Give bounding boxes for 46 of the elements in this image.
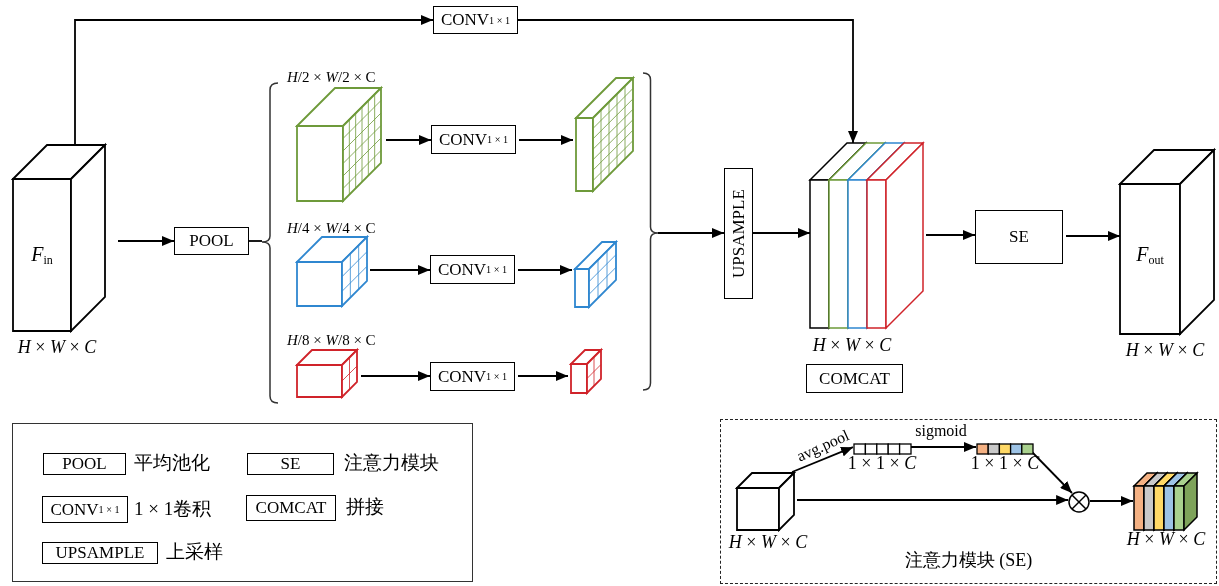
operation-box: COMCAT xyxy=(806,364,903,393)
legend-text: 拼接 xyxy=(346,497,384,516)
legend-text: 1 × 1卷积 xyxy=(134,499,212,518)
legend-text: 注意力模块 xyxy=(344,453,439,472)
arrow xyxy=(657,228,725,238)
size-label: H/8 × W/8 × C xyxy=(287,333,376,348)
size-label: H × W × C xyxy=(728,533,808,551)
size-label: H × W × C xyxy=(1126,530,1206,548)
feature-label: F$_{out}$ xyxy=(1136,244,1164,266)
arrow xyxy=(791,446,854,473)
arrow xyxy=(517,371,569,381)
legend-key-box: COMCAT xyxy=(246,495,336,521)
legend-panel xyxy=(12,423,473,582)
arrow xyxy=(1089,496,1134,506)
size-label: H × W × C xyxy=(1125,341,1205,359)
arrow xyxy=(1065,231,1121,241)
arrow xyxy=(518,135,574,145)
arrow xyxy=(517,265,573,275)
arrow xyxy=(74,15,434,146)
feature-label: F$_{in}$ xyxy=(31,244,53,266)
arrow xyxy=(360,371,431,381)
panel-title: 注意力模块 (SE) xyxy=(904,551,1033,569)
size-label: H/4 × W/4 × C xyxy=(287,221,376,236)
dashed-panel xyxy=(720,419,1217,584)
legend-key-box: UPSAMPLE xyxy=(42,542,158,564)
operation-box: UPSAMPLE xyxy=(724,168,753,299)
legend-key-box: POOL xyxy=(43,453,126,475)
arrow xyxy=(909,442,977,452)
arrow xyxy=(369,265,431,275)
operation-box: POOL xyxy=(174,227,249,255)
connector-line xyxy=(248,240,263,242)
size-label: H/2 × W/2 × C xyxy=(287,70,376,85)
arrow xyxy=(117,236,175,246)
edge-label: sigmoid xyxy=(914,423,968,439)
operation-box: SE xyxy=(975,210,1063,264)
arrow xyxy=(385,135,432,145)
legend-text: 上采样 xyxy=(166,542,223,561)
arrow xyxy=(1031,451,1073,494)
legend-key-box: SE xyxy=(247,453,334,475)
size-label: H × W × C xyxy=(17,338,97,356)
arrow xyxy=(796,495,1069,505)
size-label: H × W × C xyxy=(812,336,892,354)
arrow xyxy=(752,228,811,238)
arrow xyxy=(517,19,858,144)
legend-text: 平均池化 xyxy=(134,453,210,472)
arrow xyxy=(925,230,976,240)
